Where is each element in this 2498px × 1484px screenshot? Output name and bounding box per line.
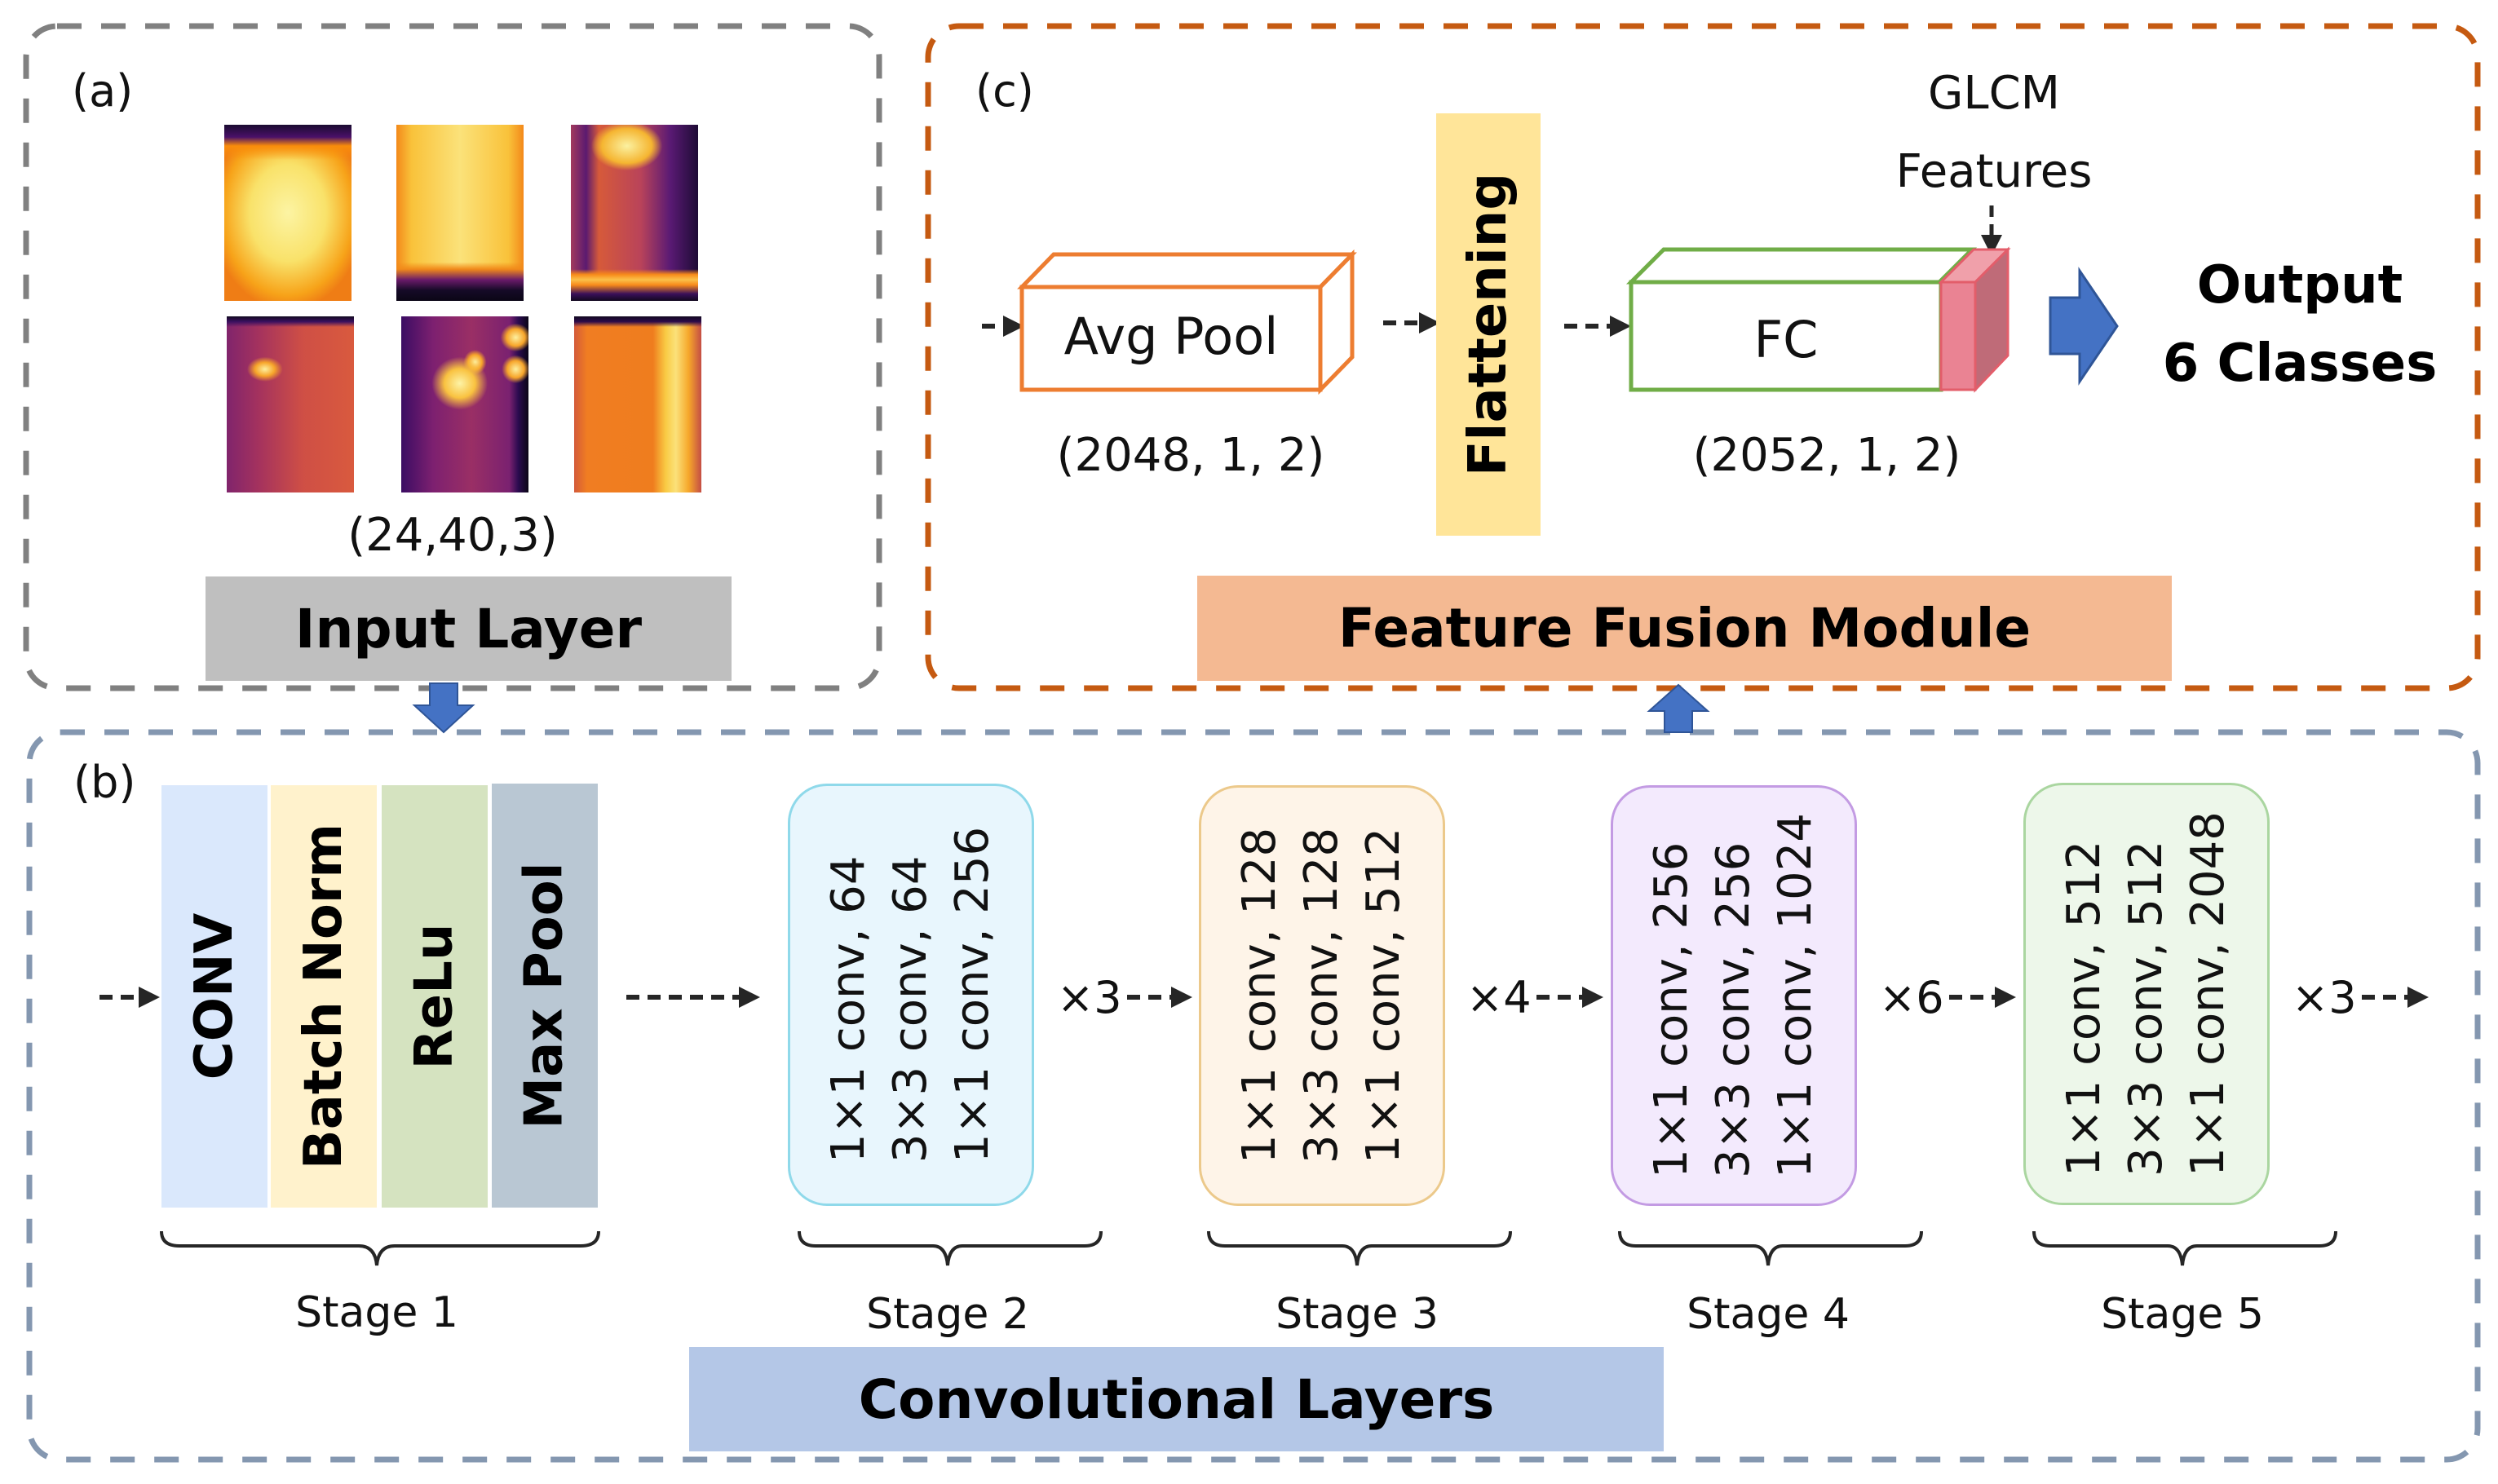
stage4-brace bbox=[1618, 1230, 1923, 1266]
layer-relu-label: ReLu bbox=[405, 923, 465, 1070]
input-to-conv-arrow bbox=[412, 682, 475, 734]
stage3-line3: 1×1 conv, 512 bbox=[1357, 827, 1410, 1164]
output-arrow bbox=[2049, 267, 2119, 386]
panel-a-label: (a) bbox=[72, 65, 134, 117]
feature-fusion-label: Feature Fusion Module bbox=[1197, 576, 2172, 681]
thermal-image-3 bbox=[571, 125, 698, 301]
stage5-line1: 1×1 conv, 512 bbox=[2058, 840, 2111, 1177]
fc-shape: (2052, 1, 2) bbox=[1692, 429, 1961, 482]
flattening-label-wrap: Flattening bbox=[1436, 113, 1541, 536]
thermal-image-2 bbox=[396, 125, 524, 301]
stage2-line1: 1×1 conv, 64 bbox=[822, 855, 875, 1164]
layer-conv-label: CONV bbox=[184, 912, 245, 1080]
glcm-label-line1: GLCM bbox=[1927, 67, 2060, 120]
panel-c-border bbox=[925, 23, 2481, 691]
layer-conv: CONV bbox=[161, 785, 267, 1208]
stage5-repeat: ×3 bbox=[2292, 972, 2357, 1023]
layer-max-pool-label: Max Pool bbox=[515, 862, 575, 1129]
panel-b-border bbox=[26, 729, 2481, 1463]
fc-box bbox=[1625, 247, 1978, 392]
stage5-line2: 3×3 conv, 512 bbox=[2120, 840, 2173, 1177]
convolutional-layers-label: Convolutional Layers bbox=[689, 1347, 1664, 1451]
layer-max-pool: Max Pool bbox=[492, 784, 598, 1208]
avg-pool-label: Avg Pool bbox=[1063, 307, 1279, 366]
input-shape-caption: (24,40,3) bbox=[347, 509, 558, 562]
stage4-line2: 3×3 conv, 256 bbox=[1707, 841, 1760, 1178]
input-layer-label: Input Layer bbox=[206, 576, 732, 681]
stage5-line3: 1×1 conv, 2048 bbox=[2182, 811, 2235, 1177]
layer-batch-norm-label: Batch Norm bbox=[294, 823, 354, 1170]
stage5-label: Stage 5 bbox=[2101, 1290, 2264, 1339]
flattening-label: Flattening bbox=[1458, 172, 1519, 477]
stage5-brace bbox=[2032, 1230, 2337, 1266]
stage3-line2: 3×3 conv, 128 bbox=[1295, 827, 1348, 1164]
stage2-label: Stage 2 bbox=[866, 1290, 1029, 1339]
conv-to-fusion-arrow bbox=[1647, 683, 1710, 733]
stage2-brace bbox=[798, 1230, 1103, 1266]
panel-b-label: (b) bbox=[73, 757, 136, 808]
stage3-label: Stage 3 bbox=[1276, 1290, 1439, 1339]
fc-label: FC bbox=[1753, 310, 1819, 369]
glcm-features-slab bbox=[1938, 246, 2011, 393]
stage3-repeat: ×4 bbox=[1466, 972, 1532, 1023]
stage2-box: 1×1 conv, 64 3×3 conv, 64 1×1 conv, 256 bbox=[788, 784, 1034, 1206]
stage5-box: 1×1 conv, 512 3×3 conv, 512 1×1 conv, 20… bbox=[2023, 783, 2270, 1205]
thermal-image-6 bbox=[574, 316, 701, 492]
stage4-repeat: ×6 bbox=[1879, 972, 1944, 1023]
glcm-label-line2: Features bbox=[1895, 145, 2093, 198]
stage3-box: 1×1 conv, 128 3×3 conv, 128 1×1 conv, 51… bbox=[1199, 785, 1445, 1206]
panel-c-label: (c) bbox=[975, 65, 1034, 117]
thermal-image-5 bbox=[401, 316, 528, 492]
thermal-image-1 bbox=[224, 125, 351, 301]
layer-relu: ReLu bbox=[382, 785, 488, 1208]
stage2-line3: 1×1 conv, 256 bbox=[946, 826, 999, 1164]
stage3-brace bbox=[1207, 1230, 1512, 1266]
output-label-line1: Output bbox=[2196, 255, 2403, 316]
stage4-label: Stage 4 bbox=[1687, 1290, 1850, 1339]
avg-pool-box bbox=[1017, 249, 1357, 395]
stage4-line3: 1×1 conv, 1024 bbox=[1769, 813, 1822, 1178]
stage3-line1: 1×1 conv, 128 bbox=[1233, 827, 1286, 1164]
avg-pool-shape: (2048, 1, 2) bbox=[1056, 429, 1325, 482]
thermal-image-4 bbox=[227, 316, 354, 492]
stage1-brace bbox=[160, 1230, 600, 1266]
stage2-line2: 3×3 conv, 64 bbox=[884, 855, 937, 1164]
output-label-line2: 6 Classes bbox=[2162, 333, 2438, 394]
stage4-line1: 1×1 conv, 256 bbox=[1645, 841, 1698, 1178]
stage4-box: 1×1 conv, 256 3×3 conv, 256 1×1 conv, 10… bbox=[1611, 785, 1857, 1206]
flattening-bar bbox=[1436, 113, 1541, 536]
stage2-repeat: ×3 bbox=[1057, 972, 1122, 1023]
stage1-label: Stage 1 bbox=[295, 1288, 458, 1337]
layer-batch-norm: Batch Norm bbox=[271, 785, 377, 1208]
